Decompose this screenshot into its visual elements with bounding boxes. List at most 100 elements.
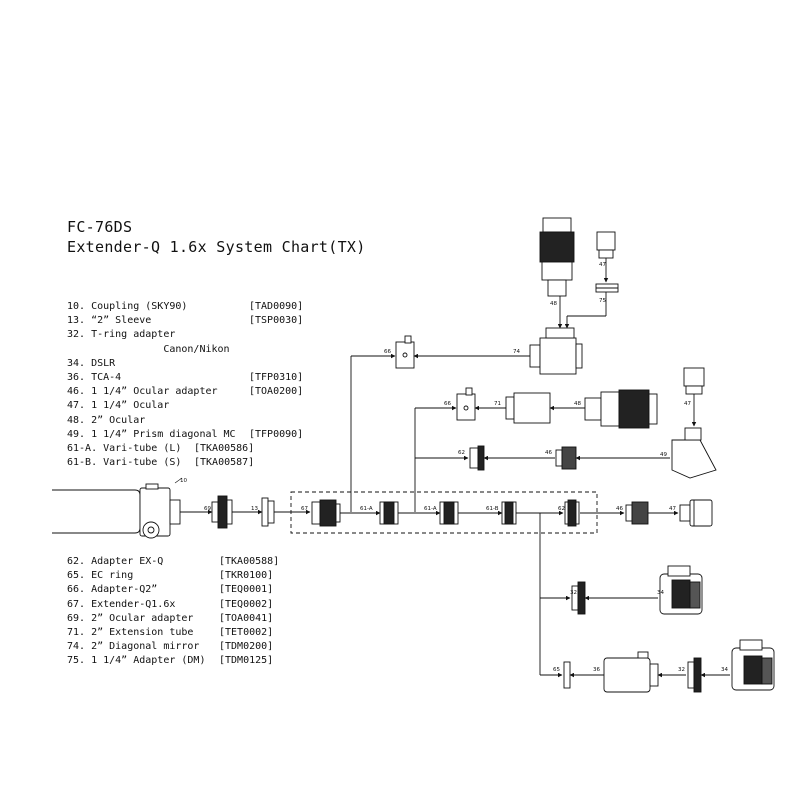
part-row: 67. Extender-Q1.6x[TEQ0002] — [67, 598, 297, 612]
callout-34-lower: 34 — [721, 667, 728, 673]
part-name: 74. 2” Diagonal mirror — [67, 641, 200, 653]
part-name: 49. 1 1/4” Prism diagonal MC — [67, 428, 236, 440]
callout-36: 36 — [593, 667, 600, 673]
callout-32-lower: 32 — [678, 667, 685, 673]
chart-title: FC-76DS — [67, 218, 133, 236]
t-ring-32-lower — [687, 657, 702, 693]
callout-75: 75 — [599, 298, 606, 304]
extension-tube-71 — [505, 392, 551, 424]
ocular-48-top — [539, 217, 575, 297]
ocular-47 — [679, 499, 713, 527]
adapter-75 — [595, 283, 619, 293]
part-row: 10. Coupling (SKY90)[TAD0090] — [67, 300, 317, 314]
part-row: 61-A. Vari-tube (L)[TKA00586] — [67, 442, 317, 456]
callout-46: 46 — [616, 506, 623, 512]
callout-62: 62 — [558, 506, 565, 512]
parts-list-top: 10. Coupling (SKY90)[TAD0090] 13. “2” Sl… — [67, 300, 317, 470]
prism-diagonal-49 — [671, 427, 717, 479]
parts-list-bottom: 62. Adapter EX-Q[TKA00588] 65. EC ring[T… — [67, 555, 297, 669]
callout-48-mid: 48 — [574, 401, 581, 407]
part-code: [TSP0030] — [249, 315, 304, 327]
part-code: [TDM0200] — [219, 641, 274, 653]
ocular-47-top — [596, 231, 616, 259]
part-code: [TKA00588] — [219, 556, 280, 567]
part-name: 13. “2” Sleeve — [67, 315, 152, 327]
callout-34-upper: 34 — [657, 590, 664, 596]
extender-67 — [311, 499, 341, 527]
callout-47-diag: 47 — [684, 401, 691, 407]
callout-10: 10 — [180, 478, 187, 484]
callout-67: 67 — [301, 506, 308, 512]
callout-61b: 61-B — [486, 506, 499, 512]
vari-tube-61b — [501, 501, 517, 525]
part-code: [TFP0310] — [249, 371, 304, 383]
sleeve-13 — [261, 497, 275, 527]
part-name: 47. 1 1/4” Ocular — [67, 400, 170, 412]
callout-32-upper: 32 — [570, 590, 577, 596]
part-name: 46. 1 1/4” Ocular adapter — [67, 386, 218, 398]
part-row: 48. 2” Ocular — [67, 414, 317, 428]
part-name: 71. 2” Extension tube — [67, 626, 194, 638]
callout-61a: 61-A — [360, 506, 373, 512]
callout-69: 69 — [204, 506, 211, 512]
part-code: [TET0002] — [219, 626, 274, 638]
part-code: [TEQ0002] — [219, 598, 274, 610]
adapter-62 — [564, 499, 580, 527]
vari-tube-61a — [379, 501, 399, 525]
callout-61a-2: 61-A — [424, 506, 437, 512]
vari-tube-61a-2 — [439, 501, 459, 525]
part-row: 32. T-ring adapter — [67, 328, 317, 342]
callout-47-top: 47 — [599, 262, 606, 268]
part-row: 36. TCA-4 [TFP0310] — [67, 371, 317, 385]
part-code: [TOA0200] — [249, 386, 304, 398]
part-code: [TEQ0001] — [219, 584, 274, 596]
part-name: 36. TCA-4 — [67, 371, 122, 383]
part-name: 61-A. Vari-tube (L) — [67, 442, 182, 454]
callout-49: 49 — [660, 452, 667, 458]
callout-71: 71 — [494, 401, 501, 407]
t-ring-32-upper — [571, 581, 586, 615]
callout-48-top: 48 — [550, 301, 557, 307]
diagonal-mirror-74 — [529, 327, 583, 375]
callout-47: 47 — [669, 506, 676, 512]
ocular-48-mid — [584, 389, 658, 429]
ocular-47-diagonal — [683, 367, 705, 395]
part-name: Canon/Nikon — [67, 343, 230, 355]
part-row: 69. 2” Ocular adapter[TOA0041] — [67, 612, 297, 626]
dslr-34-lower — [731, 639, 775, 691]
part-name: 66. Adapter-Q2” — [67, 584, 158, 596]
part-name: 65. EC ring — [67, 570, 134, 582]
part-code: [TDM0125] — [219, 655, 274, 667]
ocular-adapter-69 — [211, 495, 233, 529]
adapter-66-top — [395, 335, 415, 369]
adapter-62-row — [469, 445, 485, 471]
part-name: 48. 2” Ocular — [67, 414, 146, 426]
ocular-adapter-46-row — [555, 446, 577, 470]
tca4-36 — [603, 651, 659, 693]
callout-74: 74 — [513, 349, 520, 355]
part-row: 13. “2” Sleeve [TSP0030] — [67, 314, 317, 328]
callout-62-row: 62 — [458, 450, 465, 456]
part-name: 75. 1 1/4” Adapter (DM) — [67, 655, 206, 667]
part-row: Canon/Nikon — [67, 343, 317, 357]
chart-subtitle: Extender-Q 1.6x System Chart(TX) — [67, 238, 366, 256]
part-code: [TKA00587] — [194, 457, 255, 469]
part-row: 34. DSLR — [67, 357, 317, 371]
part-row: 65. EC ring[TKR0100] — [67, 569, 297, 583]
part-name: 32. T-ring adapter — [67, 329, 176, 341]
callout-46-row: 46 — [545, 450, 552, 456]
ocular-adapter-46 — [625, 501, 649, 525]
telescope-tube — [52, 477, 183, 539]
part-row: 47. 1 1/4” Ocular — [67, 399, 317, 413]
part-code: [TFP0090] — [249, 428, 304, 440]
part-row: 61-B. Vari-tube (S)[TKA00587] — [67, 456, 317, 470]
part-code: [TOA0041] — [219, 612, 274, 624]
part-row: 62. Adapter EX-Q [TKA00588] — [67, 555, 297, 569]
adapter-66-mid — [456, 387, 476, 421]
part-row: 66. Adapter-Q2” [TEQ0001] — [67, 583, 297, 597]
part-row: 75. 1 1/4” Adapter (DM) [TDM0125] — [67, 654, 297, 668]
part-name: 62. Adapter EX-Q — [67, 556, 164, 567]
callout-65: 65 — [553, 667, 560, 673]
part-row: 74. 2” Diagonal mirror [TDM0200] — [67, 640, 297, 654]
